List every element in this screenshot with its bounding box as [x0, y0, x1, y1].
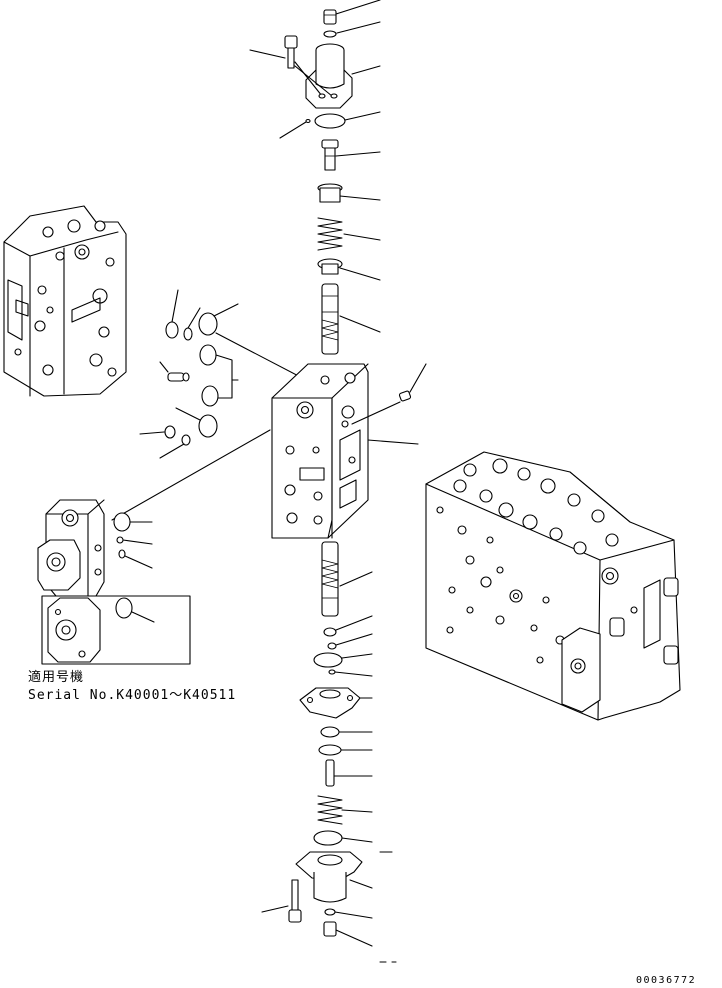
- bottom-washers: [318, 726, 373, 756]
- top-gasket: [279, 111, 381, 139]
- serial-box: [41, 595, 191, 665]
- bottom-rings: [313, 615, 373, 677]
- bottom-gasket: [313, 830, 373, 846]
- serial-number-range: Serial No.K40001～K40511: [28, 688, 237, 703]
- flange-cover: [299, 687, 373, 719]
- top-cover: [294, 43, 381, 109]
- top-plug: [323, 0, 381, 25]
- piston: [321, 139, 381, 171]
- section-block-left-view: [3, 205, 127, 397]
- spring-retainer-top: [317, 183, 381, 203]
- control-valve-assembly: [425, 451, 681, 721]
- applicability-label: 適用号機: [28, 670, 85, 685]
- mounting-bolt-top: [249, 35, 298, 69]
- spring-bottom: [317, 795, 373, 825]
- spool-top: [321, 283, 381, 355]
- stopper-pin: [325, 759, 373, 787]
- mounting-bolt-bottom: [261, 879, 302, 923]
- spool-bottom: [321, 541, 373, 617]
- bottom-cover: [295, 851, 393, 903]
- retainer-lower: [317, 258, 381, 281]
- top-o-ring: [323, 21, 381, 38]
- side-seals: [139, 289, 311, 459]
- valve-section-block: [271, 363, 419, 539]
- bottom-plug: [323, 908, 397, 963]
- drawing-code: 00036772: [636, 975, 697, 986]
- small-plug-right: [351, 363, 427, 425]
- alternate-valve-part: [37, 429, 271, 597]
- spring-top: [317, 217, 381, 251]
